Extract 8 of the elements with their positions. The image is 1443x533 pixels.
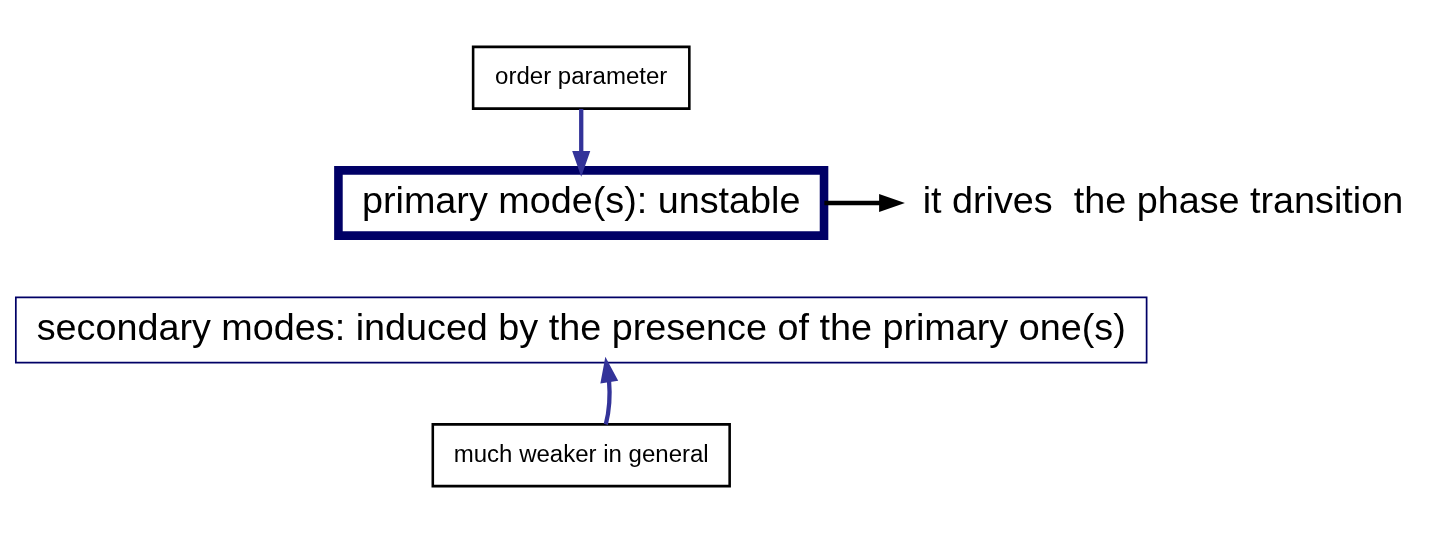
arrow	[600, 356, 619, 425]
node-box: secondary modes: induced by the presence of the primary one(s)	[14, 296, 1148, 364]
node-text: it drives the phase transition	[922, 178, 1404, 221]
arrow	[824, 194, 905, 213]
node-box: primary mode(s): unstable	[334, 166, 829, 240]
node-box: much weaker in general	[431, 423, 731, 488]
node-box: order parameter	[471, 45, 691, 110]
arrow	[572, 108, 591, 177]
